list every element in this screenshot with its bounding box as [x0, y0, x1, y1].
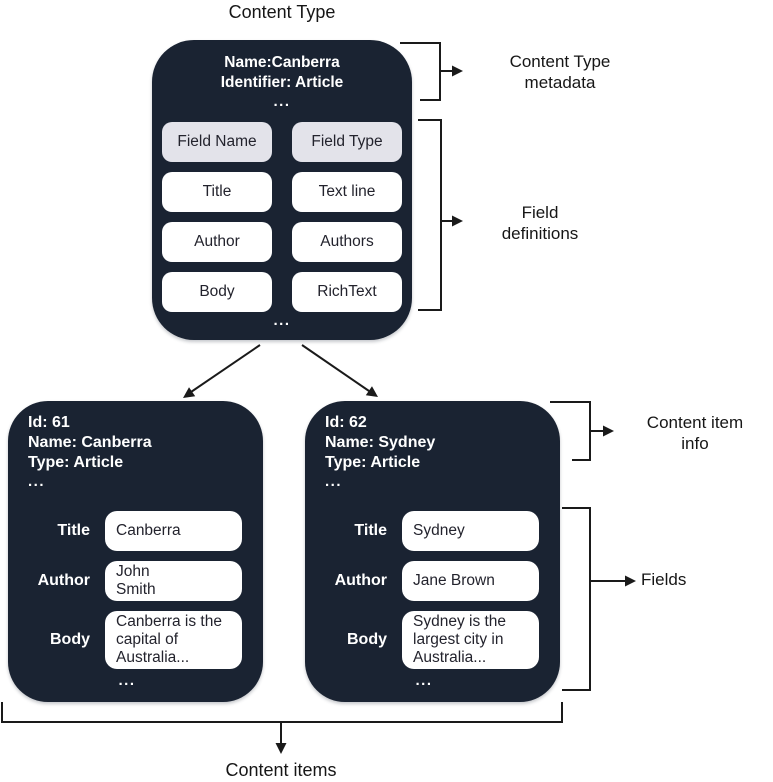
- content-items-bracket: [1, 702, 563, 723]
- content-items-label: Content items: [225, 760, 337, 780]
- field-row: Author John Smith: [12, 561, 246, 601]
- metadata-ellipsis: ...: [273, 93, 291, 110]
- item-type-line: Type: Article: [325, 454, 421, 471]
- item-fields: Title Sydney Author Jane Brown Body Sydn…: [309, 511, 543, 679]
- field-row: Body Canberra is the capital of Australi…: [12, 611, 246, 669]
- field-type-cell: Authors: [292, 222, 402, 262]
- item-name-line: Name: Sydney: [325, 434, 436, 451]
- content-type-metadata-arrowhead-icon: [452, 65, 463, 77]
- fields-bracket: [562, 507, 591, 691]
- field-row: Title Sydney: [309, 511, 543, 551]
- item-fields-ellipsis: ...: [415, 672, 433, 689]
- field-type-header-cell: Field Type: [292, 122, 402, 162]
- item-id-line: Id: 62: [325, 414, 367, 431]
- item-type-line: Type: Article: [28, 454, 124, 471]
- content-item-box-sydney: Id: 62 Name: Sydney Type: Article ... Ti…: [305, 401, 560, 702]
- diagram-title: Content Type: [228, 2, 336, 22]
- item-name-line: Name: Canberra: [28, 434, 152, 451]
- field-value-cell: John Smith: [105, 561, 242, 601]
- content-item-info-label: Content item info: [646, 413, 744, 453]
- field-name-header-cell: Field Name: [162, 122, 272, 162]
- field-label: Title: [354, 522, 387, 539]
- field-definitions-table: Field Name Field Type Title Text line Au…: [162, 122, 402, 312]
- content-type-metadata-label: Content Type metadata: [509, 52, 611, 92]
- field-type-cell: RichText: [292, 272, 402, 312]
- field-value-cell: Canberra is the capital of Australia...: [105, 611, 242, 669]
- content-item-info-block: Id: 62 Name: Sydney Type: Article ...: [325, 413, 435, 491]
- field-label: Author: [37, 572, 90, 589]
- content-items-arrowhead-icon: [275, 743, 287, 754]
- field-name-cell: Body: [162, 272, 272, 312]
- content-type-box: Name:Canberra Identifier: Article ... Fi…: [152, 40, 412, 340]
- field-row: Body Sydney is the largest city in Austr…: [309, 611, 543, 669]
- field-label: Body: [50, 631, 90, 648]
- content-type-name-line: Name:Canberra: [224, 54, 340, 71]
- content-type-identifier-line: Identifier: Article: [220, 74, 344, 91]
- content-item-info-arrowhead-icon: [603, 425, 614, 437]
- item-info-ellipsis: ...: [28, 473, 46, 490]
- field-label: Title: [57, 522, 90, 539]
- item-info-ellipsis: ...: [325, 473, 343, 490]
- item-fields-ellipsis: ...: [118, 672, 136, 689]
- content-item-box-canberra: Id: 61 Name: Canberra Type: Article ... …: [8, 401, 263, 702]
- field-value-cell: Sydney: [402, 511, 539, 551]
- arrow-to-right-item-head-icon: [365, 386, 378, 397]
- field-definitions-bracket: [418, 119, 442, 311]
- field-type-cell: Text line: [292, 172, 402, 212]
- field-row: Title Canberra: [12, 511, 246, 551]
- arrow-to-right-item-line: [301, 344, 370, 392]
- field-value-cell: Jane Brown: [402, 561, 539, 601]
- field-name-cell: Author: [162, 222, 272, 262]
- content-item-info-block: Id: 61 Name: Canberra Type: Article ...: [28, 413, 152, 491]
- field-value-cell: Sydney is the largest city in Australia.…: [402, 611, 539, 669]
- item-id-line: Id: 61: [28, 414, 70, 431]
- field-rows-ellipsis: ...: [273, 312, 291, 329]
- field-definitions-label: Field definitions: [501, 203, 579, 243]
- field-name-cell: Title: [162, 172, 272, 212]
- field-label: Body: [347, 631, 387, 648]
- field-label: Author: [334, 572, 387, 589]
- arrow-to-left-item-head-icon: [183, 387, 196, 398]
- field-row: Author Jane Brown: [309, 561, 543, 601]
- fields-arrowhead-icon: [625, 575, 636, 587]
- content-type-metadata-block: Name:Canberra Identifier: Article ...: [152, 53, 412, 110]
- fields-label: Fields: [641, 570, 687, 589]
- item-fields: Title Canberra Author John Smith Body Ca…: [12, 511, 246, 679]
- arrow-to-left-item-line: [190, 344, 261, 393]
- field-value-cell: Canberra: [105, 511, 242, 551]
